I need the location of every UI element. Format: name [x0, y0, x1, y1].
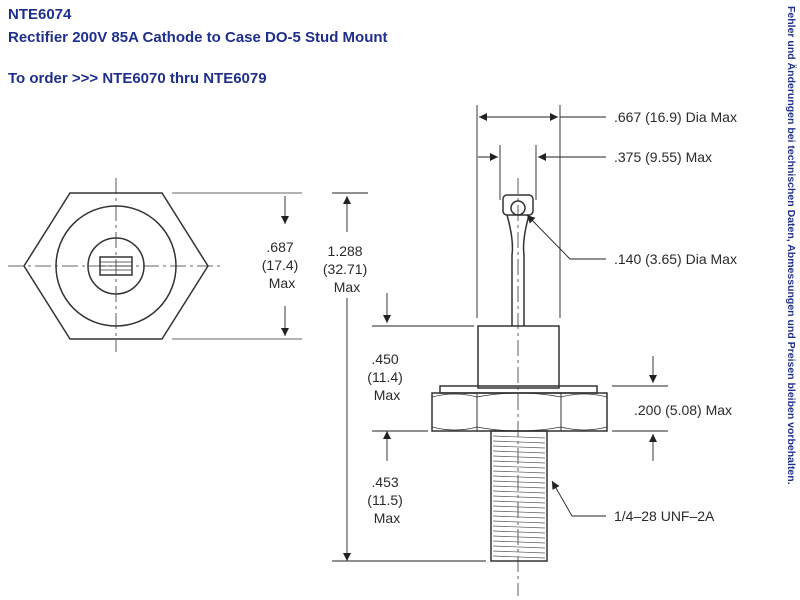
hex-across-flats-dim: .687 (17.4) Max — [262, 239, 302, 291]
thread-line — [492, 505, 546, 509]
thread-spec-label: 1/4–28 UNF–2A — [614, 508, 715, 524]
thread-line — [492, 545, 546, 549]
top-dia-dim: .667 (16.9) Dia Max — [614, 109, 737, 125]
thread-line — [492, 510, 546, 514]
lead-width-dim: .375 (9.55) Max — [614, 149, 712, 165]
part-description: Rectifier 200V 85A Cathode to Case DO-5 … — [8, 29, 388, 46]
thread-line — [492, 480, 546, 484]
thread-line — [492, 460, 546, 464]
thread-line — [492, 555, 546, 559]
hole-dia-dim: .140 (3.65) Dia Max — [614, 251, 737, 267]
thread-line — [492, 535, 546, 539]
thread-line — [492, 455, 546, 459]
thread-line — [492, 465, 546, 469]
thread-line — [492, 445, 546, 449]
part-number: NTE6074 — [8, 6, 72, 23]
thread-line — [492, 485, 546, 489]
hex-thickness-dim: .200 (5.08) Max — [634, 402, 732, 418]
thread-line — [492, 515, 546, 519]
stud-length-dim: .453 (11.5) Max — [367, 474, 406, 526]
thread-line — [492, 495, 546, 499]
thread-line — [492, 540, 546, 544]
head-height-dim: .450 (11.4) Max — [367, 351, 406, 403]
overall-height-dim: 1.288 (32.71) Max — [323, 243, 371, 295]
thread-lines — [492, 435, 546, 559]
thread-line — [492, 440, 546, 444]
order-note: To order >>> NTE6070 thru NTE6079 — [8, 70, 267, 87]
hex-top-view — [8, 178, 222, 352]
thread-line — [492, 470, 546, 474]
thread-line — [492, 475, 546, 479]
thread-line — [492, 490, 546, 494]
stud-side-view — [431, 178, 608, 596]
thread-line — [492, 530, 546, 534]
dimension-lines — [281, 105, 668, 562]
thread-line — [492, 450, 546, 454]
thread-line — [492, 550, 546, 554]
thread-line — [492, 500, 546, 504]
hex-extension-lines — [172, 192, 302, 340]
thread-line — [492, 525, 546, 529]
thread-line — [492, 520, 546, 524]
thread-line — [492, 435, 546, 439]
